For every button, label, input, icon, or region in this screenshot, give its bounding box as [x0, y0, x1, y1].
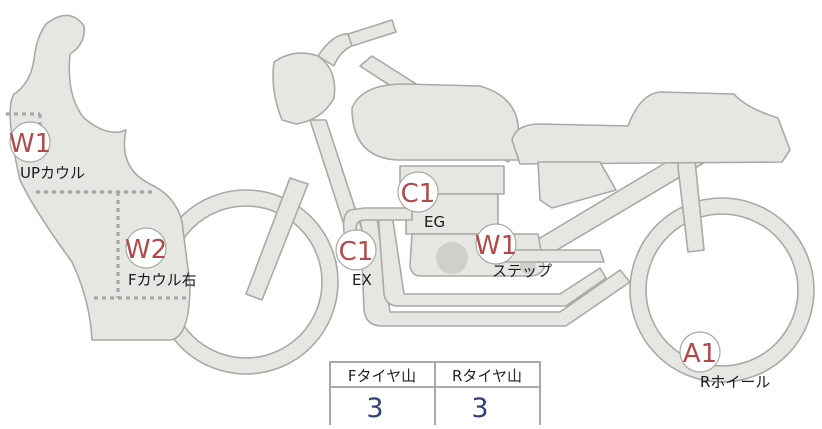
exhaust-header	[342, 207, 413, 255]
side-cover	[537, 161, 617, 209]
fuel-tank	[351, 83, 521, 161]
table-value-rear: 3	[471, 393, 488, 424]
tire-tread-table: Fタイヤ山 Rタイヤ山 3 3	[329, 361, 541, 427]
marker-badge	[335, 229, 377, 271]
marker-label: Rホイール	[700, 373, 770, 391]
marker-label: EG	[424, 213, 445, 231]
marker-code: W2	[125, 235, 167, 265]
marker-code: C1	[339, 237, 374, 267]
marker-badge	[679, 331, 721, 373]
marker-label: UPカウル	[20, 164, 85, 182]
marker-code: C1	[401, 179, 436, 209]
marker-exhaust: C1 EX	[335, 229, 377, 289]
marker-f-cowl-right: W2 Fカウル右	[125, 227, 197, 289]
marker-code: W1	[475, 231, 517, 261]
marker-rear-wheel: A1 Rホイール	[679, 331, 770, 391]
frame-lower-inner	[377, 213, 607, 307]
marker-badge	[9, 121, 51, 163]
rear-wheel	[629, 197, 815, 383]
marker-code: W1	[9, 129, 51, 159]
front-fork	[245, 177, 309, 301]
marker-label: EX	[352, 271, 372, 289]
headlight-cowl	[272, 52, 336, 125]
marker-engine: C1 EG	[397, 171, 445, 231]
marker-code: A1	[683, 339, 717, 369]
table-header-rear: Rタイヤ山	[452, 367, 522, 385]
handlebar-grip	[347, 19, 397, 47]
marker-badge	[125, 227, 167, 269]
marker-label: ステップ	[492, 262, 552, 280]
marker-up-cowl: W1 UPカウル	[9, 121, 85, 182]
table-header-front: Fタイヤ山	[348, 367, 416, 385]
marker-step: W1 ステップ	[475, 223, 552, 280]
marker-badge	[397, 171, 439, 213]
seat	[511, 91, 791, 165]
marker-badge	[475, 223, 517, 265]
marker-label: Fカウル右	[128, 271, 197, 289]
table-value-front: 3	[366, 393, 383, 424]
frame-lower-outer	[359, 209, 631, 327]
